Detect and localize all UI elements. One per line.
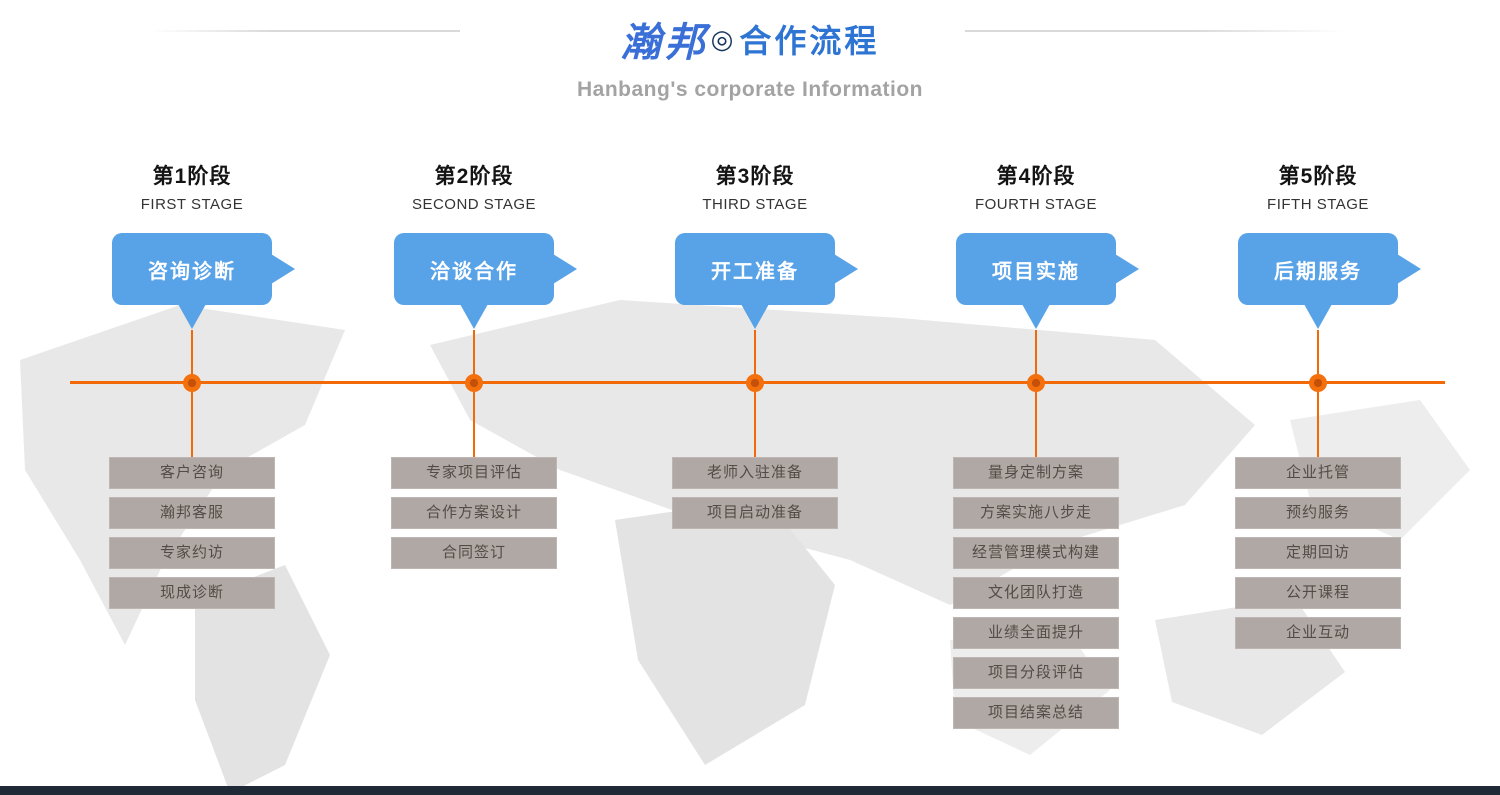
stage-bubble: 开工准备 — [675, 233, 858, 329]
arrow-right-icon — [834, 254, 858, 284]
bubble-label: 项目实施 — [992, 260, 1080, 283]
stage-items: 企业托管 预约服务 定期回访 公开课程 企业互动 — [1235, 457, 1401, 657]
connector-line-bottom — [473, 392, 475, 457]
arrow-right-icon — [271, 254, 295, 284]
brand-mark-icon: ◎ — [710, 23, 734, 54]
stage-title: 第4阶段 — [996, 165, 1076, 188]
bubble-tail-icon — [460, 304, 488, 329]
stage-items: 客户咨询 瀚邦客服 专家约访 现成诊断 — [109, 457, 275, 617]
connector-line-top — [1035, 330, 1037, 376]
process-item: 瀚邦客服 — [109, 497, 275, 529]
bubble-label: 后期服务 — [1274, 260, 1362, 283]
process-item: 项目分段评估 — [953, 657, 1119, 689]
process-item: 定期回访 — [1235, 537, 1401, 569]
process-item: 项目启动准备 — [672, 497, 838, 529]
process-item: 合作方案设计 — [391, 497, 557, 529]
bubble-label: 咨询诊断 — [148, 260, 236, 283]
timeline-dot — [465, 374, 483, 392]
process-item: 老师入驻准备 — [672, 457, 838, 489]
arrow-right-icon — [1397, 254, 1421, 284]
page-subtitle: Hanbang's corporate Information — [576, 78, 924, 101]
connector-line-bottom — [754, 392, 756, 457]
bubble-tail-icon — [741, 304, 769, 329]
stage-subtitle: SECOND STAGE — [411, 196, 537, 213]
stage-column-2: 第2阶段 SECOND STAGE 洽谈合作 专家项目评估 合作方案设计 合同签… — [389, 0, 577, 795]
connector-line-top — [754, 330, 756, 376]
stage-subtitle: FOURTH STAGE — [974, 196, 1098, 213]
process-item: 客户咨询 — [109, 457, 275, 489]
process-item: 项目结案总结 — [953, 697, 1119, 729]
arrow-right-icon — [1115, 254, 1139, 284]
process-item: 专家约访 — [109, 537, 275, 569]
stage-items: 老师入驻准备 项目启动准备 — [672, 457, 838, 537]
process-item: 文化团队打造 — [953, 577, 1119, 609]
connector-line-bottom — [1035, 392, 1037, 457]
header-decor-line-right — [965, 30, 1345, 32]
connector-line-bottom — [191, 392, 193, 457]
arrow-right-icon — [553, 254, 577, 284]
header: 瀚邦◎合作流程 Hanbang's corporate Information — [0, 10, 1500, 102]
process-item: 量身定制方案 — [953, 457, 1119, 489]
stage-items: 专家项目评估 合作方案设计 合同签订 — [391, 457, 557, 577]
stage-bubble: 项目实施 — [956, 233, 1139, 329]
stage-subtitle: FIRST STAGE — [140, 196, 244, 213]
process-item: 方案实施八步走 — [953, 497, 1119, 529]
timeline-dot — [183, 374, 201, 392]
bubble-label: 洽谈合作 — [430, 260, 518, 283]
process-item: 公开课程 — [1235, 577, 1401, 609]
timeline-dot — [1027, 374, 1045, 392]
stage-bubble: 后期服务 — [1238, 233, 1421, 329]
process-item: 企业互动 — [1235, 617, 1401, 649]
stage-column-1: 第1阶段 FIRST STAGE 咨询诊断 客户咨询 瀚邦客服 专家约访 现成诊… — [107, 0, 295, 795]
process-item: 合同签订 — [391, 537, 557, 569]
process-item: 预约服务 — [1235, 497, 1401, 529]
connector-line-top — [473, 330, 475, 376]
brand-logo-text: 瀚邦 — [620, 19, 709, 66]
process-item: 业绩全面提升 — [953, 617, 1119, 649]
bubble-tail-icon — [178, 304, 206, 329]
connector-line-top — [1317, 330, 1319, 376]
process-item: 经营管理模式构建 — [953, 537, 1119, 569]
process-item: 现成诊断 — [109, 577, 275, 609]
process-item: 专家项目评估 — [391, 457, 557, 489]
stage-column-4: 第4阶段 FOURTH STAGE 项目实施 量身定制方案 方案实施八步走 经营… — [951, 0, 1139, 795]
page-title: 合作流程 — [739, 23, 880, 59]
connector-line-bottom — [1317, 392, 1319, 457]
timeline-dot — [746, 374, 764, 392]
stage-bubble: 洽谈合作 — [394, 233, 577, 329]
stage-bubble: 咨询诊断 — [112, 233, 295, 329]
bubble-label: 开工准备 — [711, 260, 799, 283]
stage-column-3: 第3阶段 THIRD STAGE 开工准备 老师入驻准备 项目启动准备 — [670, 0, 858, 795]
stage-title: 第5阶段 — [1278, 165, 1358, 188]
footer-bar — [0, 786, 1500, 795]
stage-subtitle: THIRD STAGE — [702, 196, 808, 213]
bubble-tail-icon — [1304, 304, 1332, 329]
stage-column-5: 第5阶段 FIFTH STAGE 后期服务 企业托管 预约服务 定期回访 公开课… — [1233, 0, 1421, 795]
stage-subtitle: FIFTH STAGE — [1267, 196, 1369, 213]
title-row: 瀚邦◎合作流程 — [0, 10, 1500, 68]
timeline-dot — [1309, 374, 1327, 392]
stage-title: 第3阶段 — [715, 165, 795, 188]
stage-title: 第1阶段 — [152, 165, 232, 188]
stage-title: 第2阶段 — [434, 165, 514, 188]
header-decor-line-left — [150, 30, 460, 32]
stage-items: 量身定制方案 方案实施八步走 经营管理模式构建 文化团队打造 业绩全面提升 项目… — [953, 457, 1119, 737]
bubble-tail-icon — [1022, 304, 1050, 329]
connector-line-top — [191, 330, 193, 376]
process-item: 企业托管 — [1235, 457, 1401, 489]
